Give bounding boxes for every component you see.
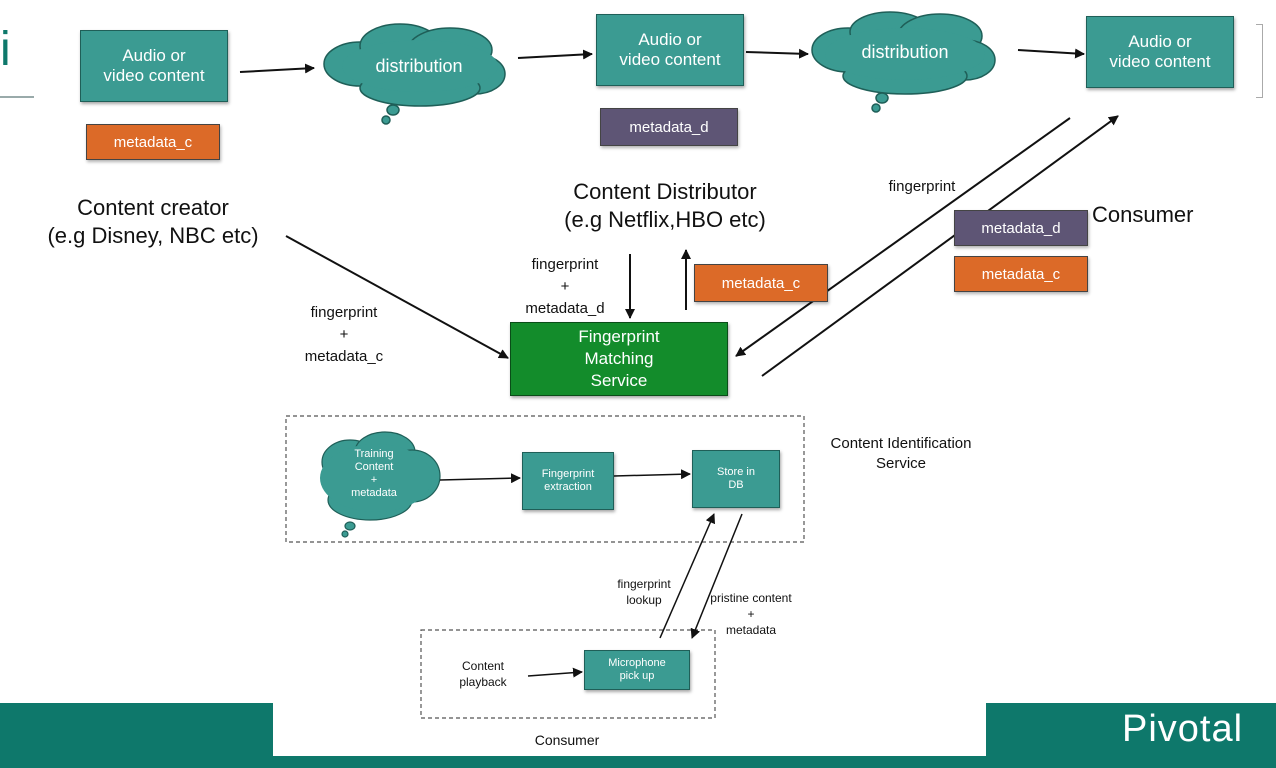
- content-creator-label: Content creator (e.g Disney, NBC etc): [47, 195, 259, 248]
- distribution-cloud-1: [323, 23, 506, 125]
- content-playback-label: Content playback: [459, 659, 507, 689]
- right-frame-bracket: [1256, 24, 1263, 98]
- creator-metadata-c-tag: metadata_c: [86, 124, 220, 160]
- microphone-pick-up-box: Microphone pick up: [584, 650, 690, 690]
- consumer-bottom-label: Consumer: [534, 732, 600, 748]
- audio-video-content-box-1: Audio or video content: [80, 30, 228, 102]
- fingerprint-metadata-d-label: fingerprint + metadata_d: [525, 256, 605, 317]
- footer-bottom-strip: [0, 756, 1276, 768]
- fingerprint-lookup-label: fingerprint lookup: [617, 577, 671, 607]
- consumer-metadata-d-tag: metadata_d: [954, 210, 1088, 246]
- cid-dashed-region: [285, 415, 805, 543]
- title-fragment: i: [0, 23, 11, 76]
- distribution-cloud-2: [811, 11, 996, 113]
- consumer-metadata-c-tag: metadata_c: [954, 256, 1088, 292]
- distribution-cloud-label-1: distribution: [375, 56, 463, 76]
- fingerprint-extraction-box: Fingerprint extraction: [522, 452, 614, 510]
- training-cloud: [320, 431, 441, 538]
- audio-video-content-box-2: Audio or video content: [596, 14, 744, 86]
- content-distributor-label: Content Distributor (e.g Netflix,HBO etc…: [564, 179, 766, 232]
- pristine-content-label: pristine content + metadata: [710, 591, 792, 637]
- footer-band-right: [986, 703, 1276, 756]
- content-identification-label: Content Identification Service: [830, 435, 972, 472]
- audio-video-content-box-3: Audio or video content: [1086, 16, 1234, 88]
- footer-band-left: [0, 703, 273, 756]
- training-content-label: Training Content + metadata: [351, 448, 397, 499]
- distributor-metadata-d-tag: metadata_d: [600, 108, 738, 146]
- fms-metadata-c-tag: metadata_c: [694, 264, 828, 302]
- fingerprint-label: fingerprint: [888, 178, 956, 195]
- pivotal-logo: Pivotal: [1122, 708, 1244, 750]
- distribution-cloud-label-2: distribution: [861, 42, 949, 62]
- store-in-db-box: Store in DB: [692, 450, 780, 508]
- consumer-top-label: Consumer: [1092, 202, 1194, 227]
- consumer-dashed-region: [420, 629, 716, 719]
- left-title-underline: [0, 96, 34, 98]
- fingerprint-metadata-c-label: fingerprint + metadata_c: [304, 304, 384, 365]
- fingerprint-matching-service-box: Fingerprint Matching Service: [510, 322, 728, 396]
